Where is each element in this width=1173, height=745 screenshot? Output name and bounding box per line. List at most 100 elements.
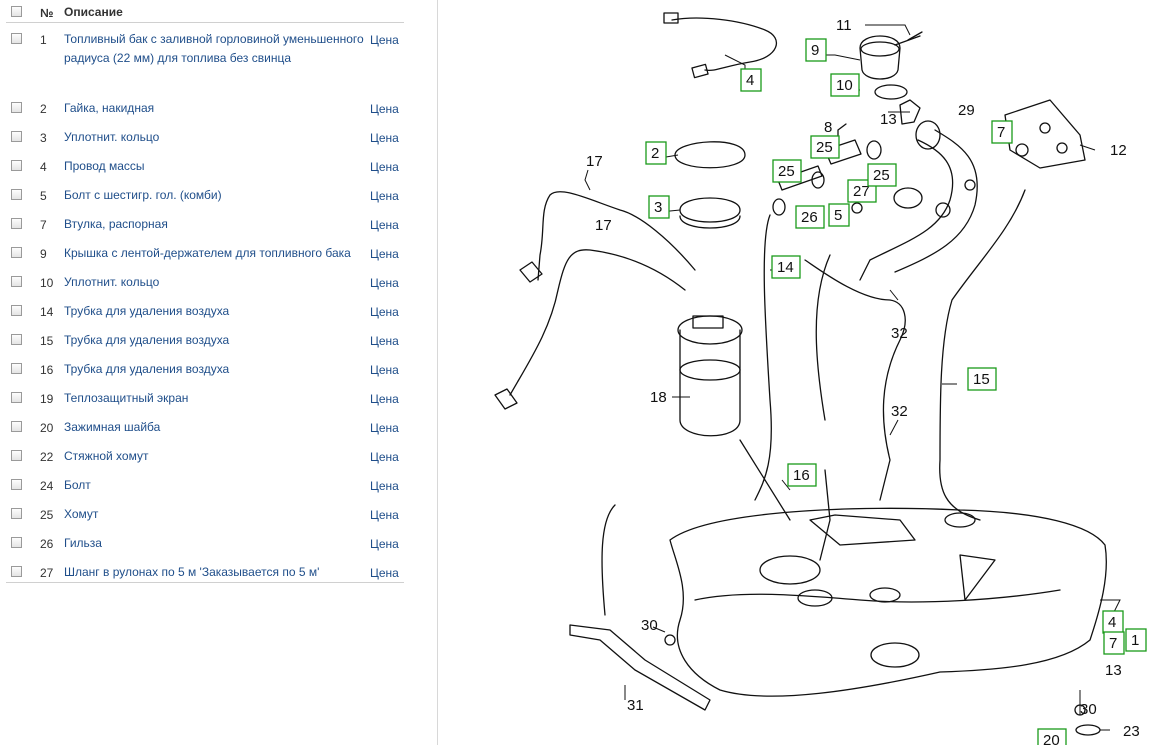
table-bottom-divider (6, 582, 404, 583)
price-link[interactable]: Цена (370, 218, 399, 232)
row-checkbox[interactable] (11, 537, 22, 548)
row-number: 27 (40, 566, 54, 580)
price-link[interactable]: Цена (370, 450, 399, 464)
callout-label: 13 (1105, 662, 1122, 679)
price-link[interactable]: Цена (370, 33, 399, 47)
row-description: Шланг в рулонах по 5 м 'Заказывается по … (64, 565, 320, 579)
row-description: Хомут (64, 507, 99, 521)
price-link[interactable]: Цена (370, 189, 399, 203)
callout-label: 12 (1110, 142, 1127, 159)
fuel-pump-shape (679, 329, 741, 437)
callout-box (828, 203, 850, 227)
callout-box (740, 68, 762, 92)
callout-label: 26 (801, 209, 818, 226)
row-checkbox[interactable] (11, 450, 22, 461)
row-number: 9 (40, 247, 47, 261)
row-description: Трубка для удаления воздуха (64, 333, 230, 347)
callout-label: 29 (958, 102, 975, 119)
price-link[interactable]: Цена (370, 363, 399, 377)
callout-label: 7 (1109, 635, 1117, 652)
callout-label: 1 (1131, 632, 1139, 649)
callout-box (645, 141, 667, 165)
callout-label: 17 (595, 217, 612, 234)
header-description: Описание (64, 5, 123, 19)
callout-label: 4 (746, 72, 754, 89)
row-number: 19 (40, 392, 54, 406)
vent-line-16 (819, 469, 831, 561)
vent-line-15 (939, 189, 1026, 521)
fuel-cap-shape (859, 35, 901, 80)
callout-label: 16 (793, 467, 810, 484)
row-description: Втулка, распорная (64, 217, 168, 231)
price-link[interactable]: Цена (370, 479, 399, 493)
callout-label: 2 (651, 145, 659, 162)
row-checkbox[interactable] (11, 334, 22, 345)
callout-box (1125, 628, 1147, 652)
callout-box (771, 255, 801, 279)
row-description: Крышка с лентой-держателем для топливног… (64, 246, 351, 260)
price-link[interactable]: Цена (370, 102, 399, 116)
row-description: Трубка для удаления воздуха (64, 362, 230, 376)
row-checkbox[interactable] (11, 566, 22, 577)
callout-label: 25 (873, 167, 890, 184)
callout-label: 31 (627, 697, 644, 714)
seal-ring-shape (874, 84, 908, 100)
row-checkbox[interactable] (11, 247, 22, 258)
callout-box (1103, 631, 1125, 655)
vent-hose-17a (537, 191, 696, 281)
callout-label: 4 (1108, 614, 1116, 631)
price-link[interactable]: Цена (370, 247, 399, 261)
callout-box (1037, 728, 1067, 745)
callout-label: 10 (836, 77, 853, 94)
ground-wire-path (671, 17, 777, 72)
row-number: 22 (40, 450, 54, 464)
row-description: Топливный бак с заливной горловиной умен… (64, 32, 364, 65)
price-link[interactable]: Цена (370, 566, 399, 580)
row-checkbox[interactable] (11, 33, 22, 44)
row-number: 14 (40, 305, 54, 319)
price-link[interactable]: Цена (370, 160, 399, 174)
row-number: 2 (40, 102, 47, 116)
callout-label: 30 (1080, 701, 1097, 718)
row-number: 7 (40, 218, 47, 232)
row-number: 24 (40, 479, 54, 493)
price-link[interactable]: Цена (370, 508, 399, 522)
callout-label: 25 (778, 163, 795, 180)
row-checkbox[interactable] (11, 508, 22, 519)
select-all-checkbox[interactable] (11, 6, 22, 17)
callout-label: 32 (891, 325, 908, 342)
price-link[interactable]: Цена (370, 276, 399, 290)
row-checkbox[interactable] (11, 102, 22, 113)
row-checkbox[interactable] (11, 276, 22, 287)
callout-label: 9 (811, 42, 819, 59)
row-checkbox[interactable] (11, 160, 22, 171)
price-link[interactable]: Цена (370, 334, 399, 348)
callout-box (648, 195, 670, 219)
row-description: Трубка для удаления воздуха (64, 304, 230, 318)
price-link[interactable]: Цена (370, 305, 399, 319)
row-number: 16 (40, 363, 54, 377)
row-checkbox[interactable] (11, 131, 22, 142)
callout-box (830, 73, 860, 97)
price-link[interactable]: Цена (370, 392, 399, 406)
price-link[interactable]: Цена (370, 421, 399, 435)
row-checkbox[interactable] (11, 218, 22, 229)
row-checkbox[interactable] (11, 421, 22, 432)
row-description: Теплозащитный экран (64, 391, 189, 405)
row-checkbox[interactable] (11, 305, 22, 316)
union-nut-shape (674, 141, 746, 169)
callout-box (772, 159, 802, 183)
price-link[interactable]: Цена (370, 537, 399, 551)
row-checkbox[interactable] (11, 363, 22, 374)
callout-label: 18 (650, 389, 667, 406)
price-link[interactable]: Цена (370, 131, 399, 145)
row-number: 25 (40, 508, 54, 522)
row-checkbox[interactable] (11, 189, 22, 200)
row-checkbox[interactable] (11, 479, 22, 490)
callout-label: 15 (973, 371, 990, 388)
callout-box (787, 463, 817, 487)
row-number: 15 (40, 334, 54, 348)
row-checkbox[interactable] (11, 392, 22, 403)
row-number: 20 (40, 421, 54, 435)
